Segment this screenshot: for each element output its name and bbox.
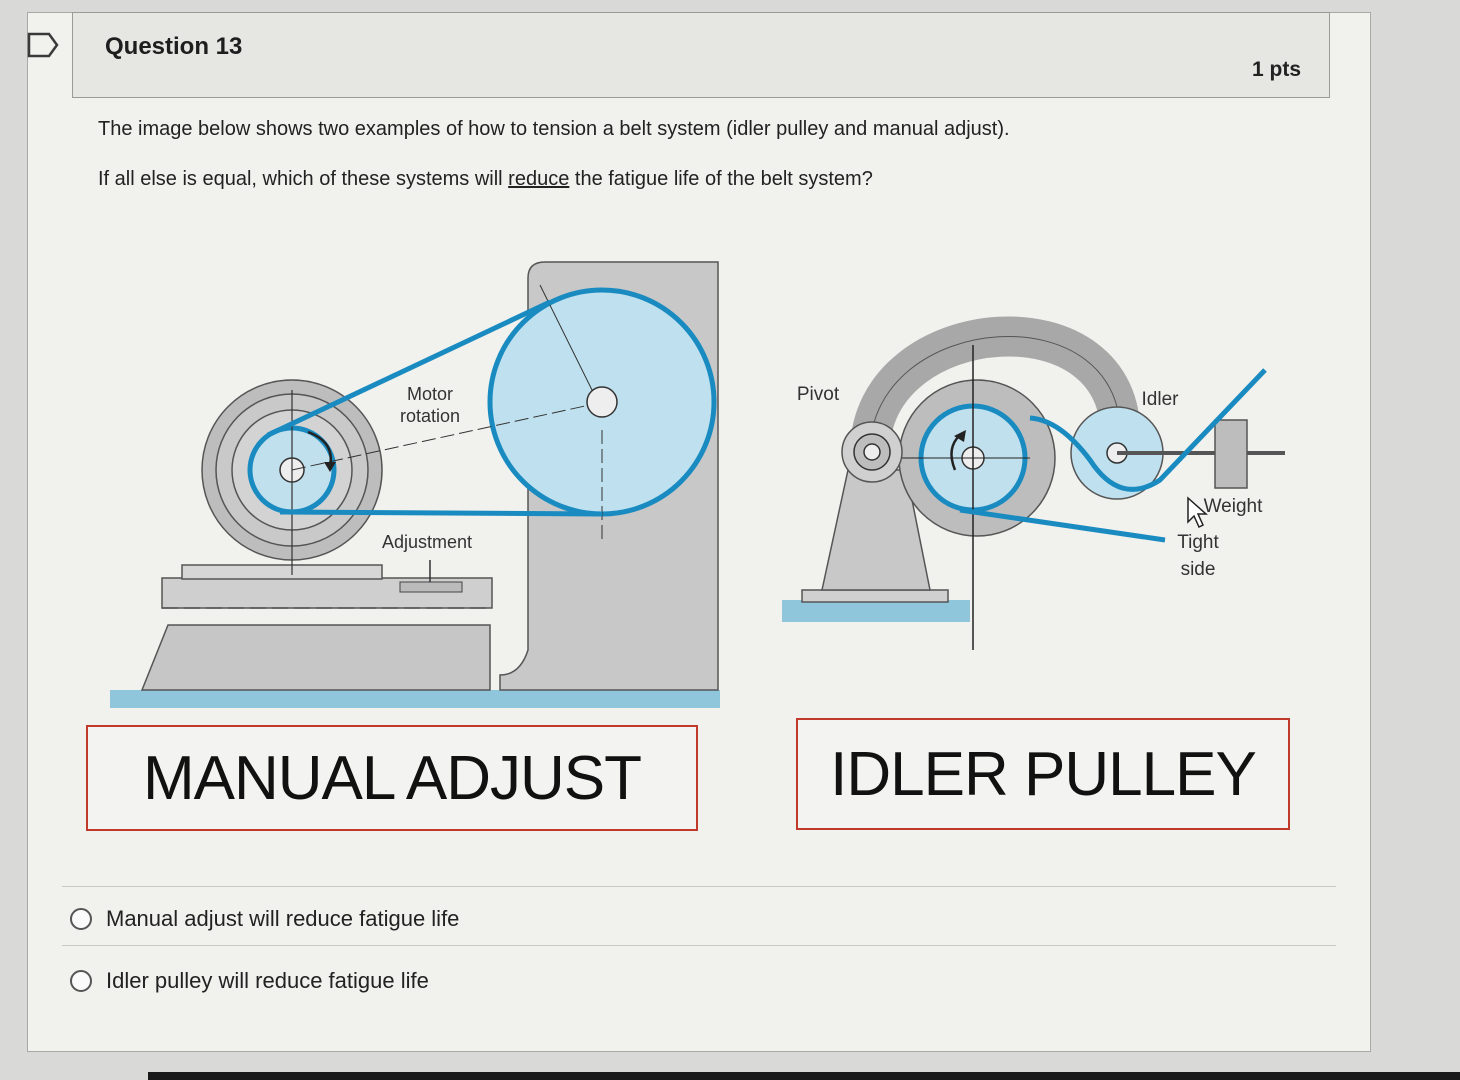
answer-option-1[interactable]: Manual adjust will reduce fatigue life — [70, 904, 459, 934]
manual-adjust-diagram: Motor rotation Adjustment — [110, 261, 720, 708]
manual-adjust-caption: MANUAL ADJUST — [86, 725, 698, 831]
underlined-word: reduce — [508, 168, 570, 190]
radio-button[interactable] — [70, 970, 92, 992]
weight-label: Weight — [1204, 496, 1264, 517]
idler-pulley-diagram: Pivot Idler Weight Tight side — [782, 316, 1285, 650]
rotation-label: rotation — [400, 406, 460, 426]
question-header: Question 13 1 pts — [72, 12, 1330, 98]
flag-icon[interactable] — [27, 32, 59, 58]
question-text-line2: If all else is equal, which of these sys… — [98, 168, 873, 190]
belt-tight — [959, 507, 1166, 543]
belt-upper — [266, 299, 552, 438]
question-points: 1 pts — [1251, 58, 1301, 81]
belt-slack — [1029, 368, 1267, 492]
motor-base — [140, 624, 491, 691]
adjustment-screw — [399, 581, 463, 593]
idler-label: Idler — [1142, 389, 1180, 410]
answer-label: Manual adjust will reduce fatigue life — [106, 906, 460, 931]
question-text-line1: The image below shows two examples of ho… — [98, 118, 1010, 140]
tight-label: Tight — [1177, 532, 1219, 553]
ground-strip — [110, 690, 720, 708]
motor-label: Motor — [407, 384, 453, 404]
belt-tension-figure: Motor rotation Adjustment Pivot — [110, 261, 1285, 708]
radio-button[interactable] — [70, 908, 92, 930]
mouse-cursor-icon — [1187, 496, 1208, 529]
ground-strip-right — [782, 600, 970, 622]
side-label: side — [1181, 559, 1216, 580]
belt-lower — [279, 509, 603, 517]
answers-divider-middle — [62, 945, 1336, 946]
pivot-label: Pivot — [797, 384, 840, 405]
weight-block — [1214, 419, 1248, 489]
idler-pulley-caption: IDLER PULLEY — [796, 718, 1290, 830]
answers-divider-top — [62, 886, 1336, 887]
screen-bottom-bar — [148, 1072, 1460, 1080]
adjustment-label: Adjustment — [382, 532, 472, 552]
question-title: Question 13 — [105, 33, 243, 60]
answer-label: Idler pulley will reduce fatigue life — [106, 968, 429, 993]
answer-option-2[interactable]: Idler pulley will reduce fatigue life — [70, 966, 429, 996]
